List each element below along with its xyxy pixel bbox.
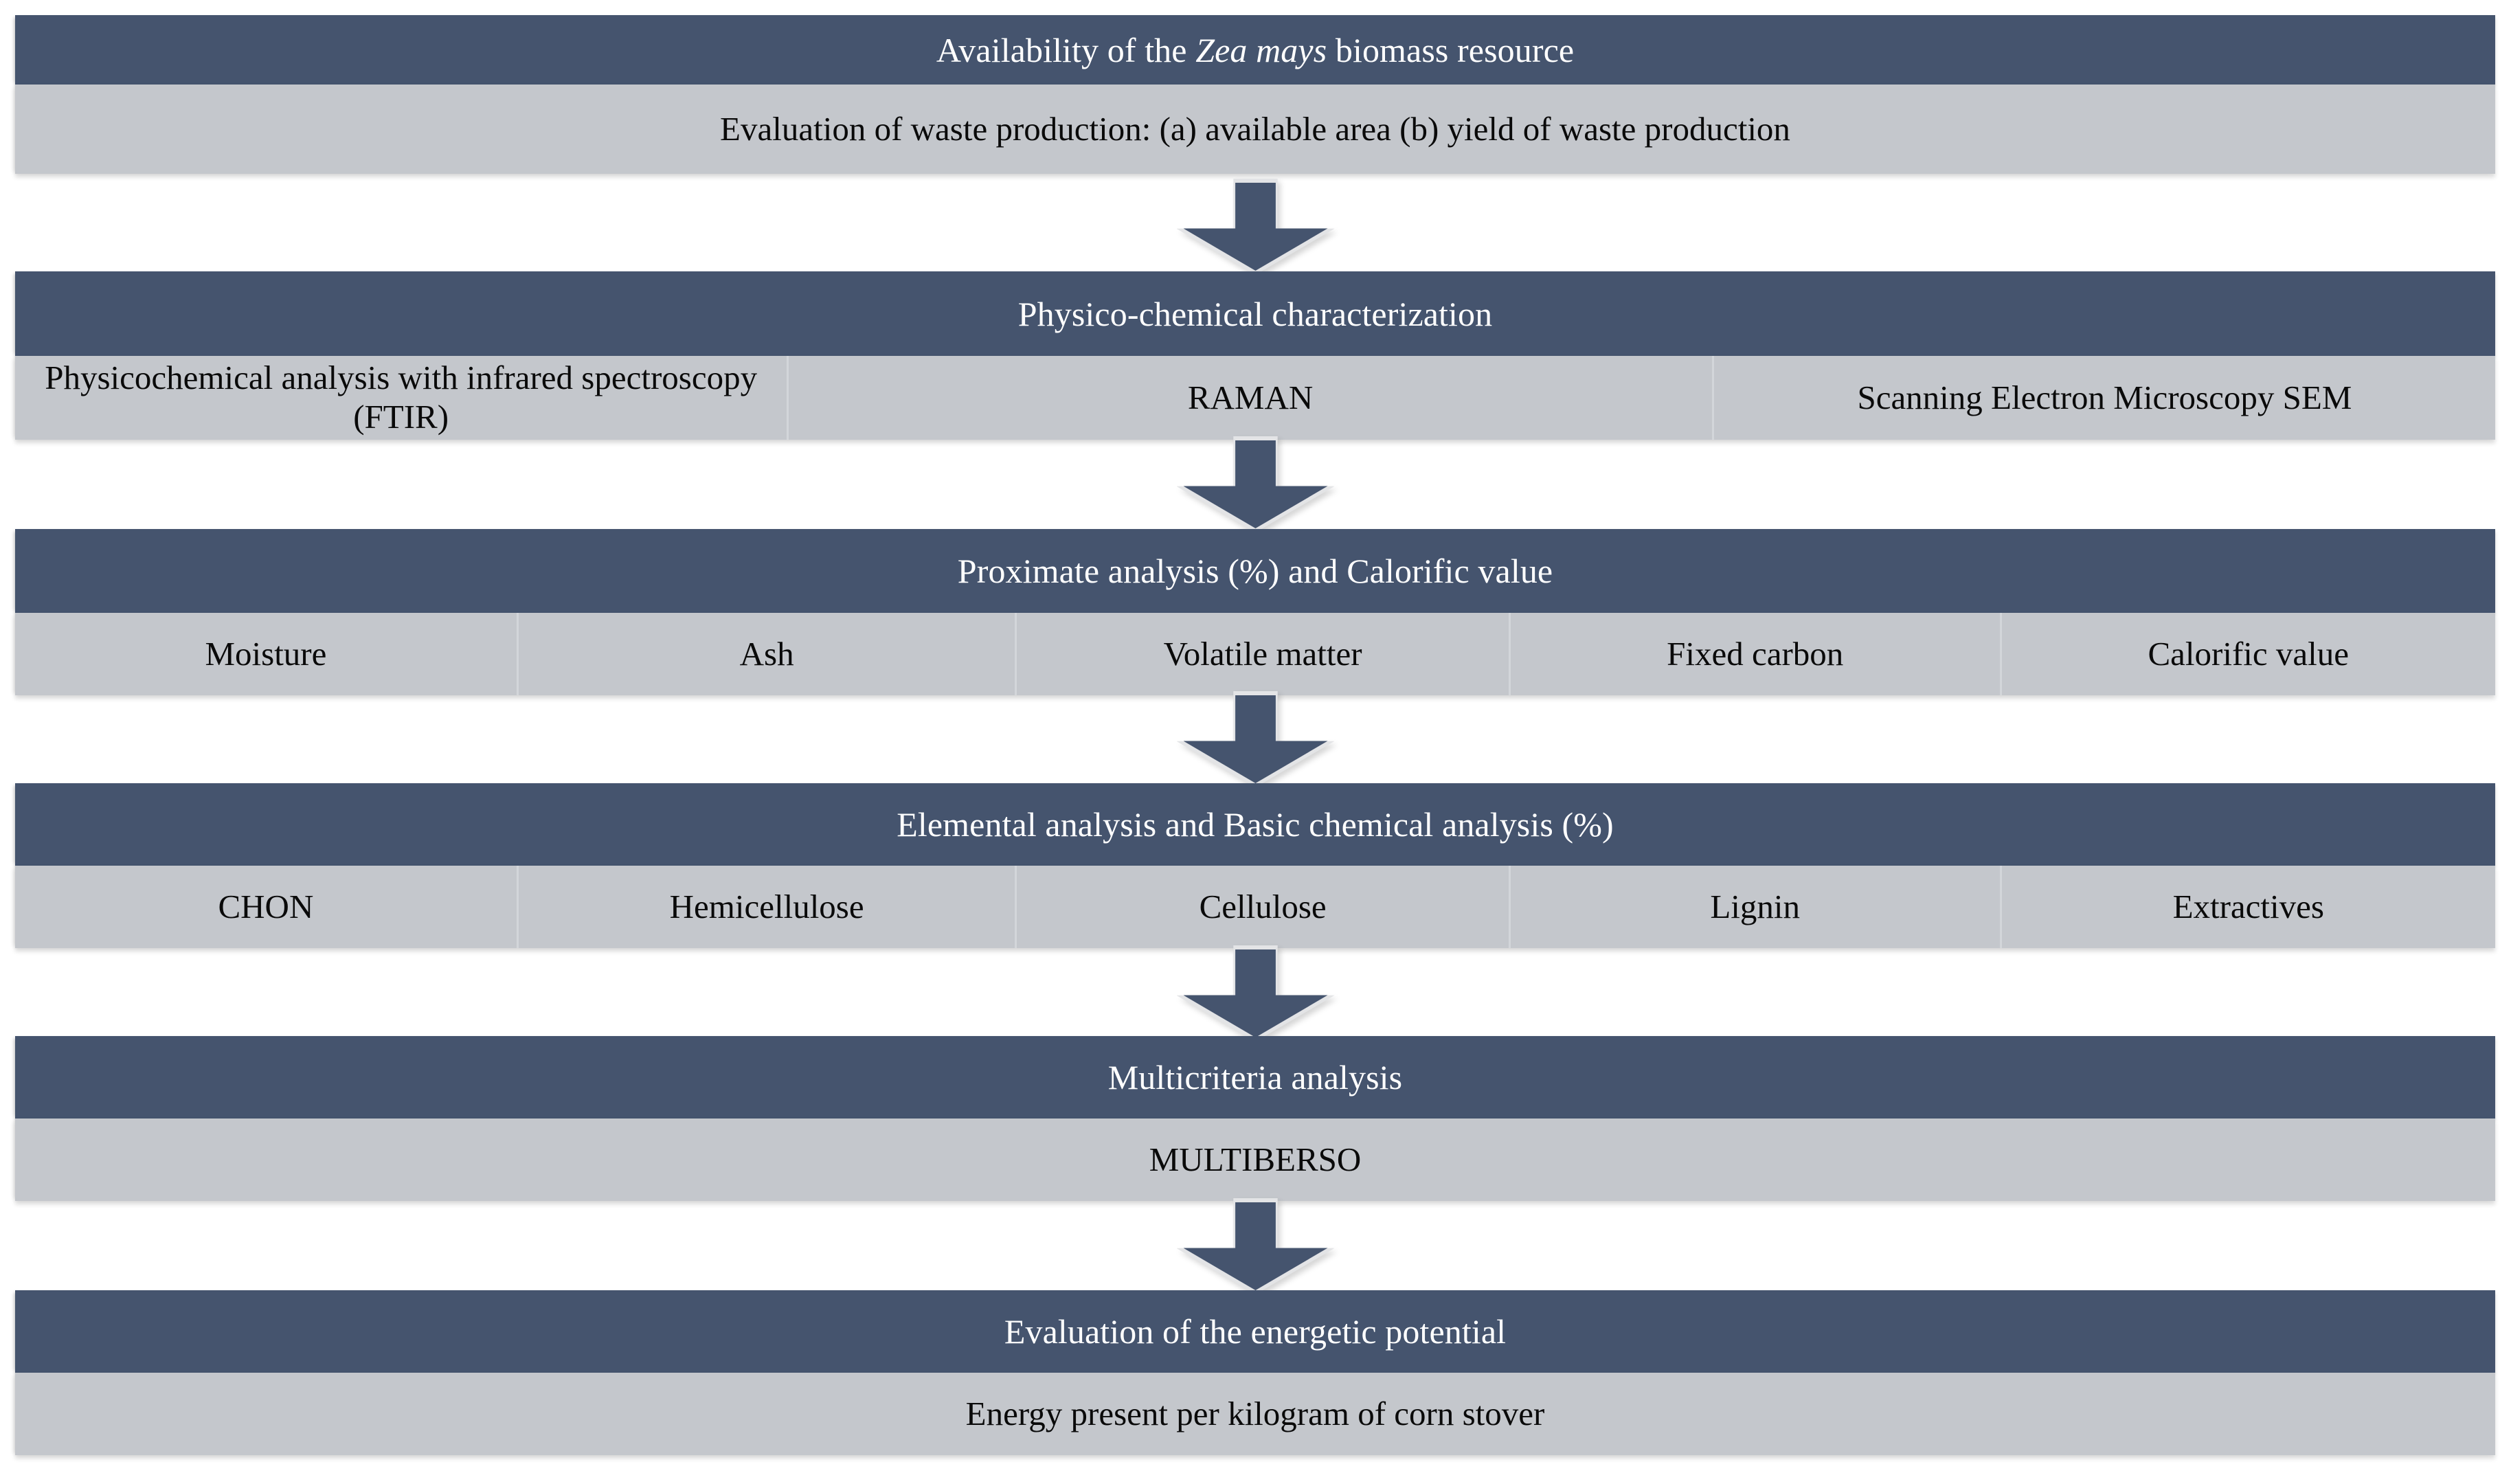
subcell-ash-label: Ash bbox=[739, 634, 794, 673]
subcell-lignin: Lignin bbox=[1511, 866, 2002, 948]
subcell-hemicellulose-label: Hemicellulose bbox=[669, 887, 864, 925]
stage-multicriteria-header-label: Multicriteria analysis bbox=[1107, 1058, 1403, 1097]
stage-availability: Availability of the Zea mays biomass res… bbox=[15, 15, 2495, 174]
stage-availability-header: Availability of the Zea mays biomass res… bbox=[15, 15, 2495, 85]
stage-elemental-subrow: CHON Hemicellulose Cellulose Lignin Extr… bbox=[15, 866, 2495, 948]
subcell-ash: Ash bbox=[519, 613, 1017, 695]
down-arrow-icon bbox=[1176, 691, 1335, 787]
down-arrow-body bbox=[1183, 695, 1328, 783]
down-arrow-body bbox=[1183, 1202, 1328, 1290]
stage-availability-subrow: Evaluation of waste production: (a) avai… bbox=[15, 85, 2495, 174]
down-arrow-shadow bbox=[1176, 945, 1335, 1042]
stage-energetic-subrow: Energy present per kilogram of corn stov… bbox=[15, 1373, 2495, 1455]
subcell-energy-per-kilogram: Energy present per kilogram of corn stov… bbox=[15, 1373, 2495, 1455]
subcell-chon-label: CHON bbox=[218, 887, 314, 925]
subcell-volatile-matter-label: Volatile matter bbox=[1163, 634, 1362, 673]
subcell-moisture: Moisture bbox=[15, 613, 519, 695]
down-arrow-body bbox=[1183, 949, 1328, 1037]
down-arrow-body bbox=[1183, 183, 1328, 271]
arrow-multicriteria-to-energetic-potential bbox=[0, 1198, 2511, 1294]
subcell-waste-production: Evaluation of waste production: (a) avai… bbox=[15, 85, 2495, 174]
down-arrow-shadow bbox=[1176, 436, 1335, 532]
subcell-waste-production-label: Evaluation of waste production: (a) avai… bbox=[720, 109, 1790, 148]
subcell-hemicellulose: Hemicellulose bbox=[519, 866, 1017, 948]
subcell-extractives: Extractives bbox=[2002, 866, 2495, 948]
subcell-energy-per-kilogram-label: Energy present per kilogram of corn stov… bbox=[965, 1394, 1545, 1432]
down-arrow-body bbox=[1183, 440, 1328, 528]
stage-characterization-header: Physico-chemical characterization bbox=[15, 271, 2495, 356]
stage-energetic-header: Evaluation of the energetic potential bbox=[15, 1290, 2495, 1373]
down-arrow-shadow bbox=[1176, 179, 1335, 275]
arrow-characterization-to-proximate bbox=[0, 436, 2511, 532]
stage-elemental-header-label: Elemental analysis and Basic chemical an… bbox=[897, 805, 1614, 844]
stage-physico-chemical-characterization: Physico-chemical characterization Physic… bbox=[15, 271, 2495, 440]
header-text-post: biomass resource bbox=[1327, 30, 1575, 69]
subcell-extractives-label: Extractives bbox=[2172, 887, 2324, 925]
header-text-italic-species: Zea mays bbox=[1195, 30, 1327, 69]
stage-proximate-header: Proximate analysis (%) and Calorific val… bbox=[15, 529, 2495, 613]
stage-multicriteria-header: Multicriteria analysis bbox=[15, 1036, 2495, 1118]
subcell-fixed-carbon: Fixed carbon bbox=[1511, 613, 2002, 695]
stage-multicriteria-analysis: Multicriteria analysis MULTIBERSO bbox=[15, 1036, 2495, 1201]
stage-characterization-subrow: Physicochemical analysis with infrared s… bbox=[15, 356, 2495, 440]
subcell-calorific-value: Calorific value bbox=[2002, 613, 2495, 695]
stage-availability-header-label: Availability of the Zea mays biomass res… bbox=[924, 31, 1586, 69]
stage-multicriteria-subrow: MULTIBERSO bbox=[15, 1118, 2495, 1201]
header-text-pre: Availability of the bbox=[936, 30, 1196, 69]
subcell-multiberso: MULTIBERSO bbox=[15, 1118, 2495, 1201]
arrow-elemental-to-multicriteria bbox=[0, 945, 2511, 1042]
stage-energetic-header-label: Evaluation of the energetic potential bbox=[1004, 1312, 1507, 1351]
stage-energetic-potential: Evaluation of the energetic potential En… bbox=[15, 1290, 2495, 1455]
down-arrow-shadow bbox=[1176, 691, 1335, 787]
subcell-cellulose-label: Cellulose bbox=[1199, 887, 1327, 925]
down-arrow-icon bbox=[1176, 945, 1335, 1042]
subcell-cellulose: Cellulose bbox=[1017, 866, 1511, 948]
arrow-availability-to-characterization bbox=[0, 179, 2511, 275]
stage-proximate-analysis: Proximate analysis (%) and Calorific val… bbox=[15, 529, 2495, 695]
stage-proximate-subrow: Moisture Ash Volatile matter Fixed carbo… bbox=[15, 613, 2495, 695]
subcell-calorific-value-label: Calorific value bbox=[2148, 634, 2350, 673]
stage-elemental-analysis: Elemental analysis and Basic chemical an… bbox=[15, 783, 2495, 948]
down-arrow-icon bbox=[1176, 1198, 1335, 1294]
arrow-proximate-to-elemental bbox=[0, 691, 2511, 787]
subcell-sem-label: Scanning Electron Microscopy SEM bbox=[1857, 378, 2352, 416]
subcell-sem: Scanning Electron Microscopy SEM bbox=[1714, 356, 2495, 440]
subcell-raman-label: RAMAN bbox=[1187, 378, 1314, 416]
down-arrow-shadow bbox=[1176, 1198, 1335, 1294]
subcell-ftir-label: Physicochemical analysis with infrared s… bbox=[45, 359, 758, 436]
subcell-ftir: Physicochemical analysis with infrared s… bbox=[15, 356, 789, 440]
subcell-volatile-matter: Volatile matter bbox=[1017, 613, 1511, 695]
stage-elemental-header: Elemental analysis and Basic chemical an… bbox=[15, 783, 2495, 866]
down-arrow-icon bbox=[1176, 179, 1335, 275]
stage-proximate-header-label: Proximate analysis (%) and Calorific val… bbox=[957, 552, 1553, 590]
subcell-chon: CHON bbox=[15, 866, 519, 948]
subcell-fixed-carbon-label: Fixed carbon bbox=[1667, 634, 1844, 673]
subcell-raman: RAMAN bbox=[789, 356, 1714, 440]
stage-characterization-header-label: Physico-chemical characterization bbox=[1017, 294, 1493, 333]
down-arrow-icon bbox=[1176, 436, 1335, 532]
subcell-multiberso-label: MULTIBERSO bbox=[1149, 1140, 1362, 1178]
subcell-moisture-label: Moisture bbox=[205, 634, 327, 673]
subcell-lignin-label: Lignin bbox=[1710, 887, 1801, 925]
